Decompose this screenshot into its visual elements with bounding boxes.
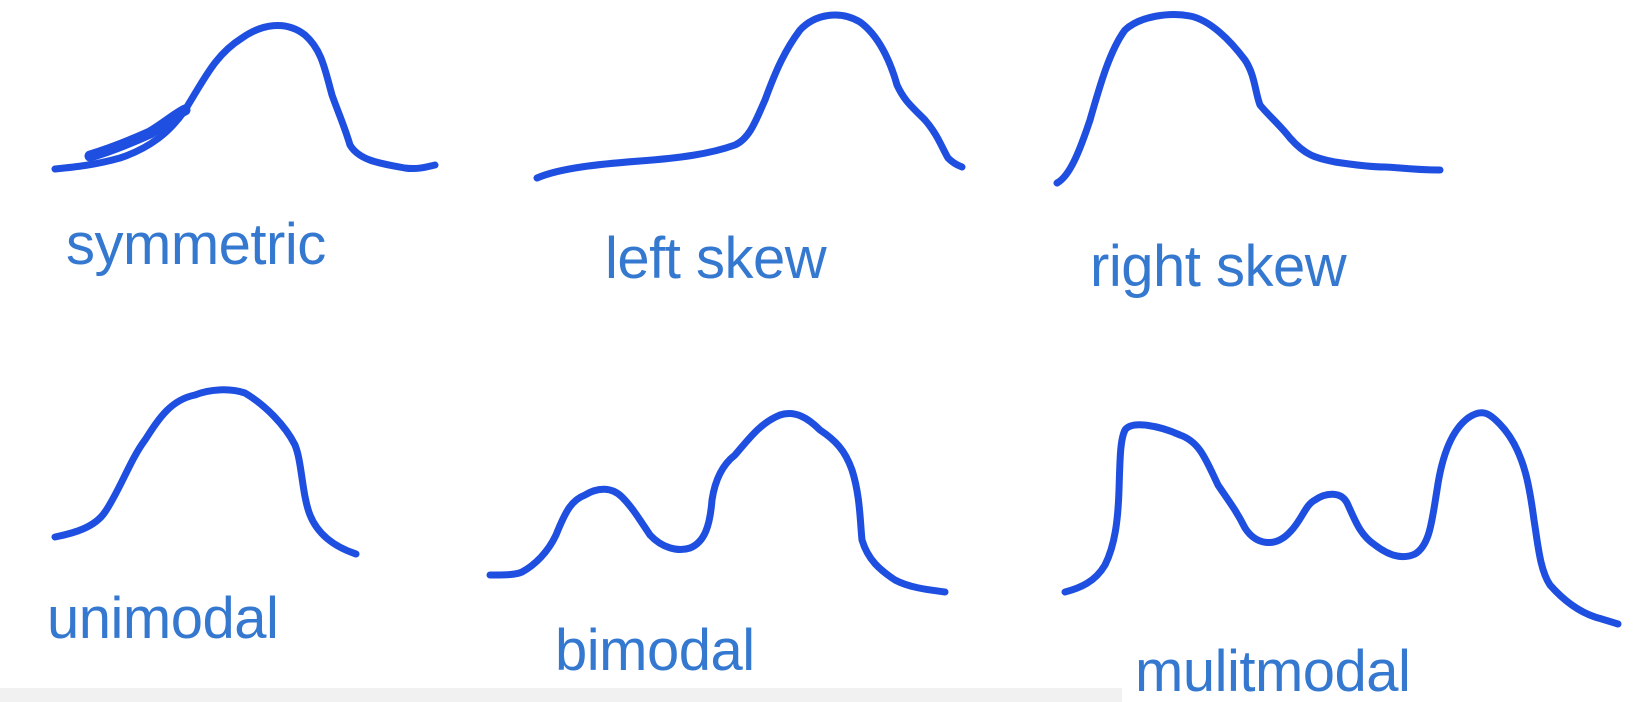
bimodal-curve bbox=[486, 410, 949, 596]
bottom-scroll-strip bbox=[0, 688, 1122, 702]
right-skew-curve bbox=[1053, 11, 1444, 187]
right-skew-label: right skew bbox=[1090, 234, 1347, 299]
unimodal-curve bbox=[51, 386, 360, 558]
multimodal-curve bbox=[1061, 409, 1622, 628]
symmetric-curve bbox=[51, 21, 439, 173]
bimodal-label: bimodal bbox=[555, 618, 755, 683]
symmetric-label: symmetric bbox=[66, 212, 326, 277]
unimodal-label: unimodal bbox=[47, 586, 279, 651]
left-skew-curve bbox=[533, 11, 966, 182]
symmetric-shoulder-stroke bbox=[84, 104, 191, 162]
left-skew-label: left skew bbox=[605, 226, 827, 291]
multimodal-label: mulitmodal bbox=[1135, 639, 1411, 702]
